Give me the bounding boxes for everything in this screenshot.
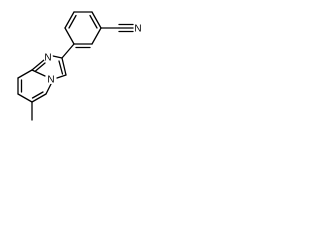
bond-c2-phenyl <box>61 43 75 59</box>
bond-c6-c5 <box>31 93 47 103</box>
atom-label-nitrile-n: N <box>134 24 141 35</box>
pyridine-ring <box>17 69 52 121</box>
bond-c2-c3-inner <box>58 60 64 75</box>
bond-c7-c6 <box>17 93 33 103</box>
bond-ph6-ph1 <box>64 27 75 45</box>
imidazole-ring <box>31 55 67 79</box>
bond-ph5-ph6-inner <box>68 14 77 29</box>
bond-c8a-n1-inner <box>34 62 46 72</box>
chemical-structure: N N N <box>17 11 142 121</box>
bond-n4-c8a <box>31 69 46 77</box>
bond-n1-c2 <box>52 55 63 59</box>
atom-label-bridgehead-n: N <box>47 75 54 86</box>
atom-labels: N N N <box>43 24 142 86</box>
bond-ph3-ph4-inner <box>89 14 98 29</box>
bond-c5-n4 <box>45 83 52 95</box>
bond-ph3-ph4 <box>91 11 102 29</box>
phenyl-ring <box>61 11 134 59</box>
bond-c6-c5-inner <box>31 91 44 99</box>
bond-c8a-c8 <box>17 69 33 79</box>
bond-c8a-n1 <box>31 59 45 71</box>
atom-label-imidazole-n: N <box>44 53 51 64</box>
bond-c2-c3 <box>61 57 67 76</box>
bond-ph5-ph6 <box>64 11 75 29</box>
bond-ph2-ph3 <box>91 27 102 45</box>
bond-c3-n4 <box>56 74 67 79</box>
